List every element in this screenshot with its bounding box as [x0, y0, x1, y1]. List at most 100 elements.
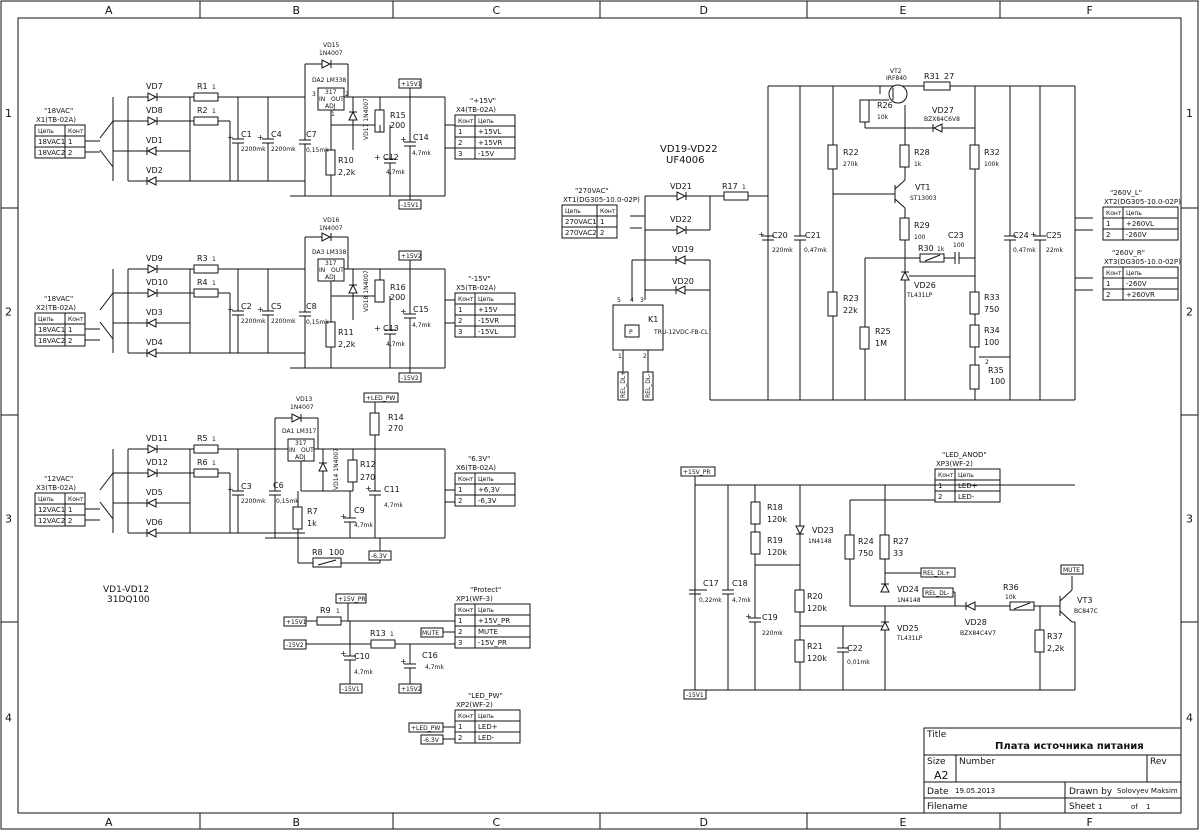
- r24-value: 750: [858, 549, 873, 558]
- r34-label: R34: [984, 326, 1000, 335]
- r5-label: R5: [197, 434, 208, 443]
- net-rel-dl-p2-label: REL_DL+: [923, 570, 950, 577]
- xt2-header-2: Цепь: [1126, 210, 1142, 217]
- vd7-label: VD7: [146, 82, 163, 91]
- net-p15v2-label: +15V2: [401, 253, 422, 260]
- r36-label: R36: [1003, 583, 1019, 592]
- r9-value: 1: [336, 608, 340, 615]
- xt3-title: "260V_R": [1112, 249, 1145, 257]
- r34-value: 100: [984, 338, 999, 347]
- sheet-size: A2: [934, 769, 949, 782]
- xp1-header-2: Цепь: [478, 607, 494, 614]
- vd12-label: VD12: [146, 458, 168, 467]
- r20-label: R20: [807, 592, 823, 601]
- svg-text:+: +: [227, 133, 234, 142]
- da2-adj-pin: ADJ: [325, 103, 336, 110]
- da2-label: DA2 LM338: [312, 77, 346, 84]
- r22-label: R22: [843, 148, 859, 157]
- x2-type: X2(TB-02A): [36, 304, 76, 312]
- r10-value: 2,2k: [338, 168, 356, 177]
- r37-value: 2,2k: [1047, 644, 1065, 653]
- c14-label: C14: [413, 133, 429, 142]
- vd15-value: 1N4007: [319, 50, 343, 57]
- net-m15v2b-label: -15V2: [286, 642, 304, 649]
- da1-out-pin: OUT: [301, 447, 314, 454]
- xt1-row-1-col-1: 270VAC1: [565, 218, 597, 226]
- sheet-total: 1: [1146, 803, 1150, 811]
- x6-type: X6(TB-02A): [456, 464, 496, 472]
- x1-row-2-col-1: 18VAC2: [38, 149, 65, 157]
- svg-text:+: +: [758, 230, 765, 239]
- r4-label: R4: [197, 278, 208, 287]
- svg-text:+: +: [400, 657, 407, 666]
- xp3-row-2-col-2: LED-: [958, 493, 975, 501]
- xt2-row-2-col-1: 2: [1106, 231, 1110, 239]
- xp1-row-2-col-1: 2: [458, 628, 462, 636]
- hv-regulator-block: + C20 220mk C21 0,47mk R22 270k R23 22k …: [758, 68, 1093, 400]
- protect-filter-block: +15V1 R9 1 +15V_PR -15V2 R13 1 MUTE C10 …: [283, 593, 455, 745]
- xp2-row-1-col-1: 1: [458, 723, 462, 731]
- c22b-value: 0,01mk: [847, 659, 870, 666]
- number-label: Number: [959, 757, 995, 767]
- x1-row-1-col-2: 1: [68, 138, 72, 146]
- k1-pin2: 2: [643, 353, 647, 360]
- da2-pin3: 3: [312, 91, 316, 98]
- net-m15v2-label: -15V2: [401, 375, 419, 382]
- xp3-title: "LED_ANOD": [942, 451, 987, 459]
- r32-label: R32: [984, 148, 1000, 157]
- xp3-header-1: Конт: [938, 472, 954, 479]
- x4-row-1-col-1: 1: [458, 128, 462, 136]
- r15-label: R15: [390, 111, 406, 120]
- r13-label: R13: [370, 629, 386, 638]
- r31-value: 27: [944, 72, 954, 81]
- r22-value: 270k: [843, 161, 858, 168]
- xt2-row-1-col-1: 1: [1106, 220, 1110, 228]
- x4-header-1: Конт: [458, 118, 474, 125]
- k1-pin3: 3: [640, 297, 644, 304]
- zone-col-f-bottom: F: [1087, 816, 1093, 829]
- zone-row-3-right: 3: [1186, 513, 1193, 526]
- k1-pin5: 5: [617, 297, 621, 304]
- r1-value: 1: [212, 84, 216, 91]
- drawn-by-label: Drawn by: [1069, 787, 1113, 797]
- drawn-by: Solovyev Maksim: [1117, 787, 1178, 795]
- x1-header-1: Цепь: [38, 128, 54, 135]
- c18-label: C18: [732, 579, 748, 588]
- vd26-value: TL431LP: [906, 292, 933, 299]
- r33-label: R33: [984, 293, 1000, 302]
- c11-value: 4,7mk: [384, 502, 403, 509]
- c11-label: C11: [384, 485, 400, 494]
- net-p15v-pr-label: +15V_PR: [338, 596, 366, 603]
- xp1-row-2-col-2: MUTE: [478, 628, 498, 636]
- da3-in-pin: IN: [319, 267, 325, 274]
- svg-text:+: +: [1030, 230, 1037, 239]
- r28-value: 1k: [914, 161, 922, 168]
- c15-value: 4,7mk: [412, 322, 431, 329]
- r8-label: R8: [312, 548, 323, 557]
- x3-type: X3(TB-02A): [36, 484, 76, 492]
- c10-value: 4,7mk: [354, 669, 373, 676]
- net-m15v1-label: -15V1: [401, 202, 419, 209]
- x4-row-2-col-2: +15VR: [478, 139, 503, 147]
- c24-value: 0,47mk: [1013, 247, 1036, 254]
- title-block: Title Плата источника питания Size A2 Nu…: [923, 727, 1182, 814]
- xt1-type: XT1(DG305-10.0-02P): [563, 196, 640, 204]
- k1-pin4: 4: [630, 297, 634, 304]
- net-m63v-label: -6,3V: [371, 553, 388, 560]
- r37-label: R37: [1047, 632, 1063, 641]
- xt3-header-1: Конт: [1106, 270, 1122, 277]
- da3-label: DA3 LM338: [312, 249, 346, 256]
- drawing-title: Плата источника питания: [995, 741, 1144, 752]
- r3-value: 1: [212, 256, 216, 263]
- net-led-pw2-label: +LED_PW: [411, 725, 440, 732]
- zone-row-1-right: 1: [1186, 107, 1193, 120]
- xt1-row-2-col-1: 270VAC2: [565, 229, 597, 237]
- r19-value: 120k: [767, 548, 787, 557]
- c8-value: 0,15mk: [306, 319, 329, 326]
- da1-adj-pin: ADJ: [295, 454, 306, 461]
- xp2-header-1: Конт: [458, 713, 474, 720]
